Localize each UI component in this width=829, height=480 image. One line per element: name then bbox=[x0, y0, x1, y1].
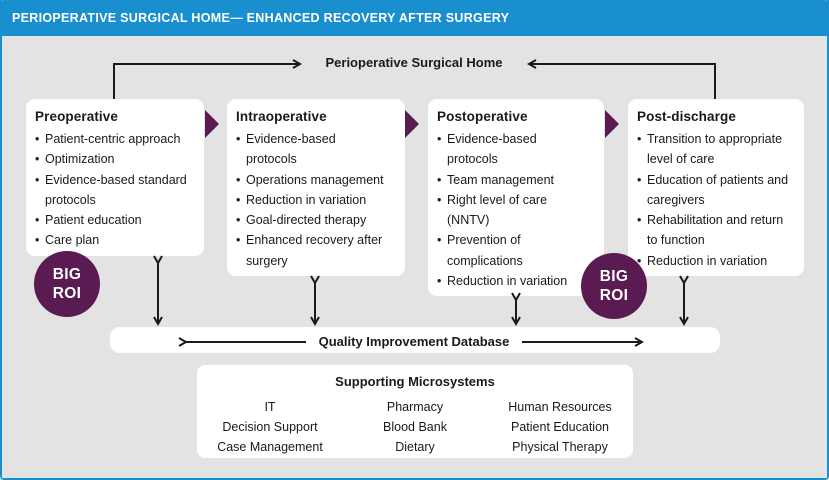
microsystems-title: Supporting Microsystems bbox=[335, 374, 495, 389]
stage-item: Reduction in variation bbox=[236, 190, 397, 211]
top-right-arrow bbox=[529, 64, 716, 99]
stage-item: Optimization bbox=[35, 149, 196, 170]
database-label: Quality Improvement Database bbox=[306, 334, 522, 349]
big-roi-badge: BIG ROI bbox=[581, 253, 647, 319]
stage-box-preoperative: Preoperative Patient-centric approachOpt… bbox=[26, 99, 204, 256]
stage-item-list: Evidence-based protocolsTeam managementRi… bbox=[437, 129, 596, 292]
microsystems-column: IT Decision Support Case Management bbox=[197, 397, 343, 457]
microsystem-item: Human Resources bbox=[508, 400, 612, 414]
stage-item: Right level of care bbox=[437, 190, 596, 211]
badge-line: ROI bbox=[599, 287, 629, 304]
stage-item: Reduction in variation bbox=[437, 271, 596, 292]
microsystem-item: Case Management bbox=[217, 440, 323, 454]
stage-title: Intraoperative bbox=[236, 109, 327, 124]
stage-item: protocols bbox=[447, 152, 498, 167]
stage-item: to function bbox=[647, 233, 705, 248]
stage-item-list: Evidence-based protocolsOperations manage… bbox=[236, 129, 397, 271]
microsystem-item: Pharmacy bbox=[386, 400, 444, 414]
microsystem-item: Dietary bbox=[395, 440, 435, 454]
stage-item: Transition to appropriate bbox=[637, 129, 796, 150]
stage-item: Education of patients and bbox=[637, 170, 796, 191]
stage-box-postoperative: Postoperative Evidence-based protocolsTea… bbox=[428, 99, 604, 296]
microsystem-item: Physical Therapy bbox=[512, 440, 608, 454]
stage-item: protocols bbox=[246, 152, 297, 167]
stage-item-list: Transition to appropriate level of careEd… bbox=[637, 129, 796, 271]
stage-item: Patient education bbox=[35, 210, 196, 231]
stage-box-intraoperative: Intraoperative Evidence-based protocolsOp… bbox=[227, 99, 405, 276]
microsystem-item: IT bbox=[264, 400, 276, 414]
badge-line: ROI bbox=[52, 285, 82, 302]
stage-item: Patient-centric approach bbox=[35, 129, 196, 150]
stage-item: complications bbox=[447, 253, 523, 268]
stage-item: protocols bbox=[45, 192, 96, 207]
perioperative-surgical-home-label: Perioperative Surgical Home bbox=[306, 55, 522, 70]
stage-item: Enhanced recovery after bbox=[236, 230, 397, 251]
chevron-right-icon bbox=[605, 110, 619, 138]
chevron-right-icon bbox=[405, 110, 419, 138]
big-roi-badge: BIG ROI bbox=[34, 251, 100, 317]
stage-item: Evidence-based standard bbox=[35, 170, 196, 191]
stage-item: Reduction in variation bbox=[637, 251, 796, 272]
stage-title: Postoperative bbox=[437, 109, 528, 124]
top-left-arrow bbox=[113, 64, 300, 99]
stage-item: Goal-directed therapy bbox=[236, 210, 397, 231]
stage-item: Care plan bbox=[35, 230, 196, 251]
stage-item: Team management bbox=[437, 170, 596, 191]
stage-item: Operations management bbox=[236, 170, 397, 191]
stage-item: caregivers bbox=[647, 192, 705, 207]
stage-item: (NNTV) bbox=[447, 213, 490, 228]
microsystem-item: Decision Support bbox=[222, 420, 318, 434]
badge-line: BIG bbox=[52, 266, 82, 283]
stage-box-post-discharge: Post-discharge Transition to appropriate… bbox=[628, 99, 804, 276]
stage-item: Prevention of bbox=[437, 230, 596, 251]
microsystems-column: Pharmacy Blood Bank Dietary bbox=[343, 397, 487, 457]
stage-item: Evidence-based bbox=[236, 129, 397, 150]
microsystems-box: Supporting Microsystems IT Decision Supp… bbox=[197, 365, 633, 458]
stage-item: level of care bbox=[647, 152, 715, 167]
stage-title: Post-discharge bbox=[637, 109, 736, 124]
chevron-right-icon bbox=[205, 110, 219, 138]
stage-item: surgery bbox=[246, 253, 288, 268]
microsystem-item: Blood Bank bbox=[383, 420, 447, 434]
microsystems-column: Human Resources Patient Education Physic… bbox=[487, 397, 633, 457]
microsystem-item: Patient Education bbox=[511, 420, 609, 434]
stage-item: Rehabilitation and return bbox=[637, 210, 796, 231]
stage-title: Preoperative bbox=[35, 109, 118, 124]
stage-item: Evidence-based bbox=[437, 129, 596, 150]
badge-line: BIG bbox=[599, 268, 629, 285]
header-banner: PERIOPERATIVE SURGICAL HOME— ENHANCED RE… bbox=[0, 0, 829, 36]
stage-item-list: Patient-centric approachOptimizationEvid… bbox=[35, 129, 196, 251]
